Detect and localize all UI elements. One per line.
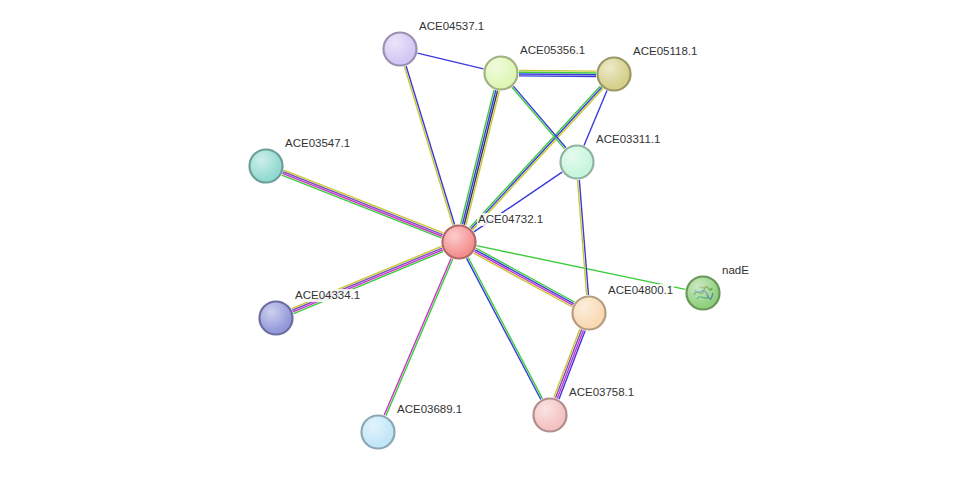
interaction-edge — [474, 172, 562, 232]
protein-node: ACE03689.1 — [360, 414, 396, 450]
protein-node: ACE04334.1 — [258, 300, 294, 336]
evidence-line — [519, 73, 596, 75]
node-label: ACE04800.1 — [607, 284, 674, 297]
interaction-edge — [519, 70, 596, 76]
evidence-line — [466, 91, 499, 225]
evidence-line — [282, 175, 442, 238]
node-label: ACE05118.1 — [632, 45, 698, 58]
node-circle — [258, 300, 294, 336]
evidence-line — [293, 250, 443, 312]
interaction-edge — [418, 53, 484, 69]
protein-node: ACE03547.1 — [248, 148, 284, 184]
node-label: ACE03311.1 — [595, 133, 661, 146]
interaction-edge — [512, 86, 566, 149]
node-circle — [685, 275, 721, 311]
node-circle — [382, 31, 418, 67]
evidence-line — [461, 90, 494, 224]
node-label: nadE — [721, 264, 750, 277]
node-label: ACE03758.1 — [568, 386, 635, 399]
protein-node: ACE04732.1 — [441, 224, 477, 260]
evidence-line — [386, 259, 453, 416]
protein-node: nadE — [685, 275, 721, 311]
evidence-line — [519, 72, 596, 74]
evidence-line — [579, 180, 588, 295]
evidence-line — [406, 66, 454, 225]
evidence-line — [475, 250, 573, 304]
interaction-edge — [578, 180, 589, 295]
node-label: ACE03689.1 — [396, 403, 463, 416]
protein-node: ACE03311.1 — [559, 144, 595, 180]
evidence-line — [473, 88, 604, 230]
node-circle — [483, 55, 519, 91]
protein-node: ACE03758.1 — [532, 397, 568, 433]
evidence-line — [519, 75, 596, 77]
interaction-edge — [404, 66, 454, 225]
node-label: ACE04334.1 — [294, 289, 361, 302]
evidence-line — [418, 53, 484, 69]
node-label: ACE04537.1 — [418, 20, 485, 33]
evidence-line — [292, 248, 442, 310]
interaction-edge — [474, 248, 575, 306]
evidence-line — [474, 253, 572, 307]
protein-node: ACE05356.1 — [483, 55, 519, 91]
interaction-edge — [470, 86, 603, 230]
interaction-edge — [292, 246, 444, 313]
evidence-line — [283, 172, 443, 235]
evidence-line — [292, 246, 442, 308]
node-circle — [532, 397, 568, 433]
node-circle — [248, 148, 284, 184]
evidence-line — [519, 70, 596, 72]
node-circle — [441, 224, 477, 260]
node-circle — [559, 144, 595, 180]
protein-node: ACE05118.1 — [596, 56, 632, 92]
evidence-line — [282, 173, 442, 236]
evidence-line — [513, 86, 566, 148]
evidence-line — [474, 251, 572, 305]
evidence-line — [477, 246, 686, 290]
interaction-edge — [282, 170, 443, 238]
node-circle — [571, 295, 607, 331]
evidence-line — [294, 251, 444, 313]
evidence-line — [512, 87, 565, 149]
interaction-edge — [477, 246, 686, 290]
evidence-line — [578, 180, 587, 295]
interaction-edge — [384, 258, 453, 416]
protein-node: ACE04537.1 — [382, 31, 418, 67]
evidence-line — [284, 170, 444, 233]
node-label: ACE03547.1 — [284, 137, 351, 150]
node-circle — [360, 414, 396, 450]
node-label: ACE05356.1 — [519, 44, 586, 57]
evidence-line — [384, 258, 451, 415]
evidence-line — [474, 172, 562, 232]
node-circle — [596, 56, 632, 92]
node-label: ACE04732.1 — [477, 213, 544, 226]
evidence-line — [404, 66, 452, 225]
protein-node: ACE04800.1 — [571, 295, 607, 331]
